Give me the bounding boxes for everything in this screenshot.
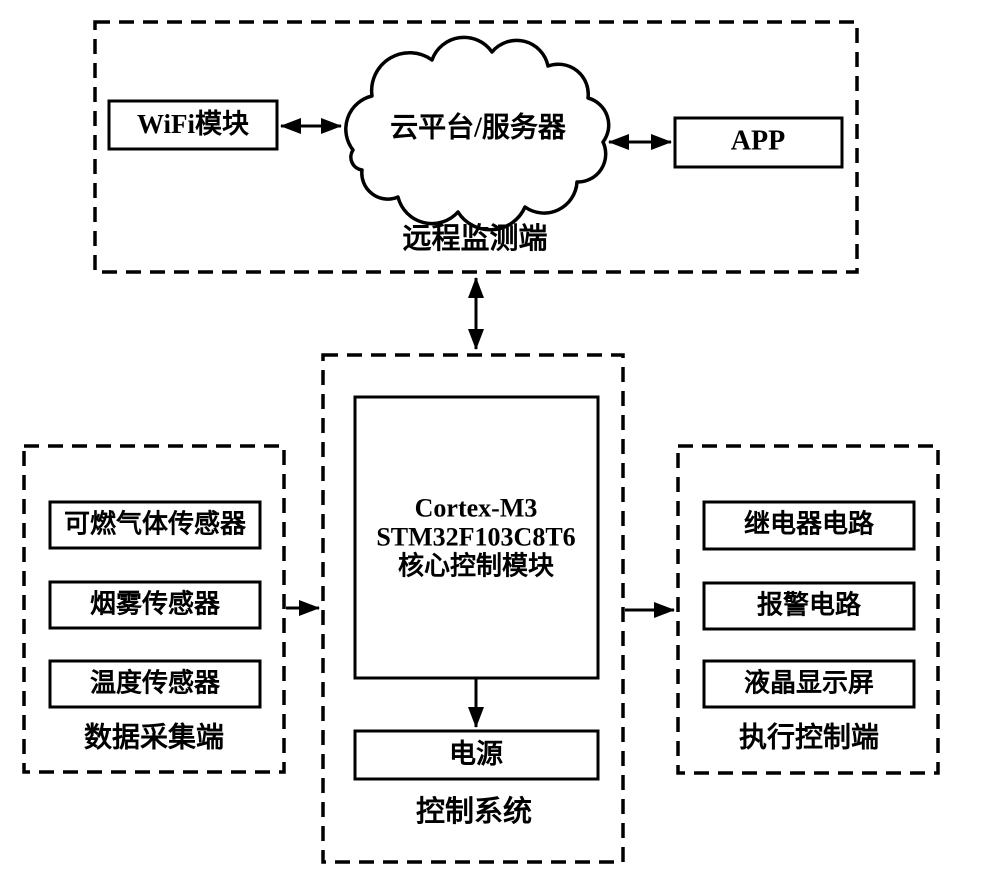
lcd-display-label: 液晶显示屏 xyxy=(743,668,875,698)
core-module-line3: 核心控制模块 xyxy=(397,551,554,581)
core-module-box xyxy=(353,395,600,680)
wifi-module-label: WiFi模块 xyxy=(136,109,250,140)
cloud-server-label: 云平台/服务器 xyxy=(390,112,566,144)
execution-section-label: 执行控制端 xyxy=(738,722,880,754)
core-module-line2: STM32F103C8T6 xyxy=(376,522,576,552)
app-box xyxy=(673,116,844,169)
cloud-shape xyxy=(344,35,611,232)
relay-circuit-box xyxy=(702,500,916,551)
collection-section-frame xyxy=(22,444,286,774)
app-label: APP xyxy=(730,125,786,157)
alarm-circuit-box xyxy=(702,581,916,631)
alarm-circuit-label: 报警电路 xyxy=(756,590,862,620)
control-section-frame xyxy=(321,353,625,864)
control-section-label: 控制系统 xyxy=(415,796,533,829)
remote-section-frame xyxy=(93,20,859,274)
relay-circuit-label: 继电器电路 xyxy=(743,509,875,539)
temperature-sensor-box xyxy=(48,659,262,709)
power-box xyxy=(353,729,600,781)
core-module-label: Cortex-M3 STM32F103C8T6 核心控制模块 xyxy=(376,494,575,581)
collection-section-label: 数据采集端 xyxy=(83,722,225,754)
remote-section-label: 远程监测端 xyxy=(402,223,548,256)
gas-sensor-box xyxy=(48,500,262,550)
temperature-sensor-label: 温度传感器 xyxy=(89,668,221,698)
gas-sensor-label: 可燃气体传感器 xyxy=(63,509,247,539)
smoke-sensor-box xyxy=(48,580,262,630)
core-module-line1: Cortex-M3 xyxy=(414,493,538,523)
power-label: 电源 xyxy=(449,739,503,770)
wifi-module-box xyxy=(107,99,279,151)
execution-section-frame xyxy=(676,444,940,775)
smoke-sensor-label: 烟雾传感器 xyxy=(89,589,221,619)
lcd-display-box xyxy=(702,659,916,709)
